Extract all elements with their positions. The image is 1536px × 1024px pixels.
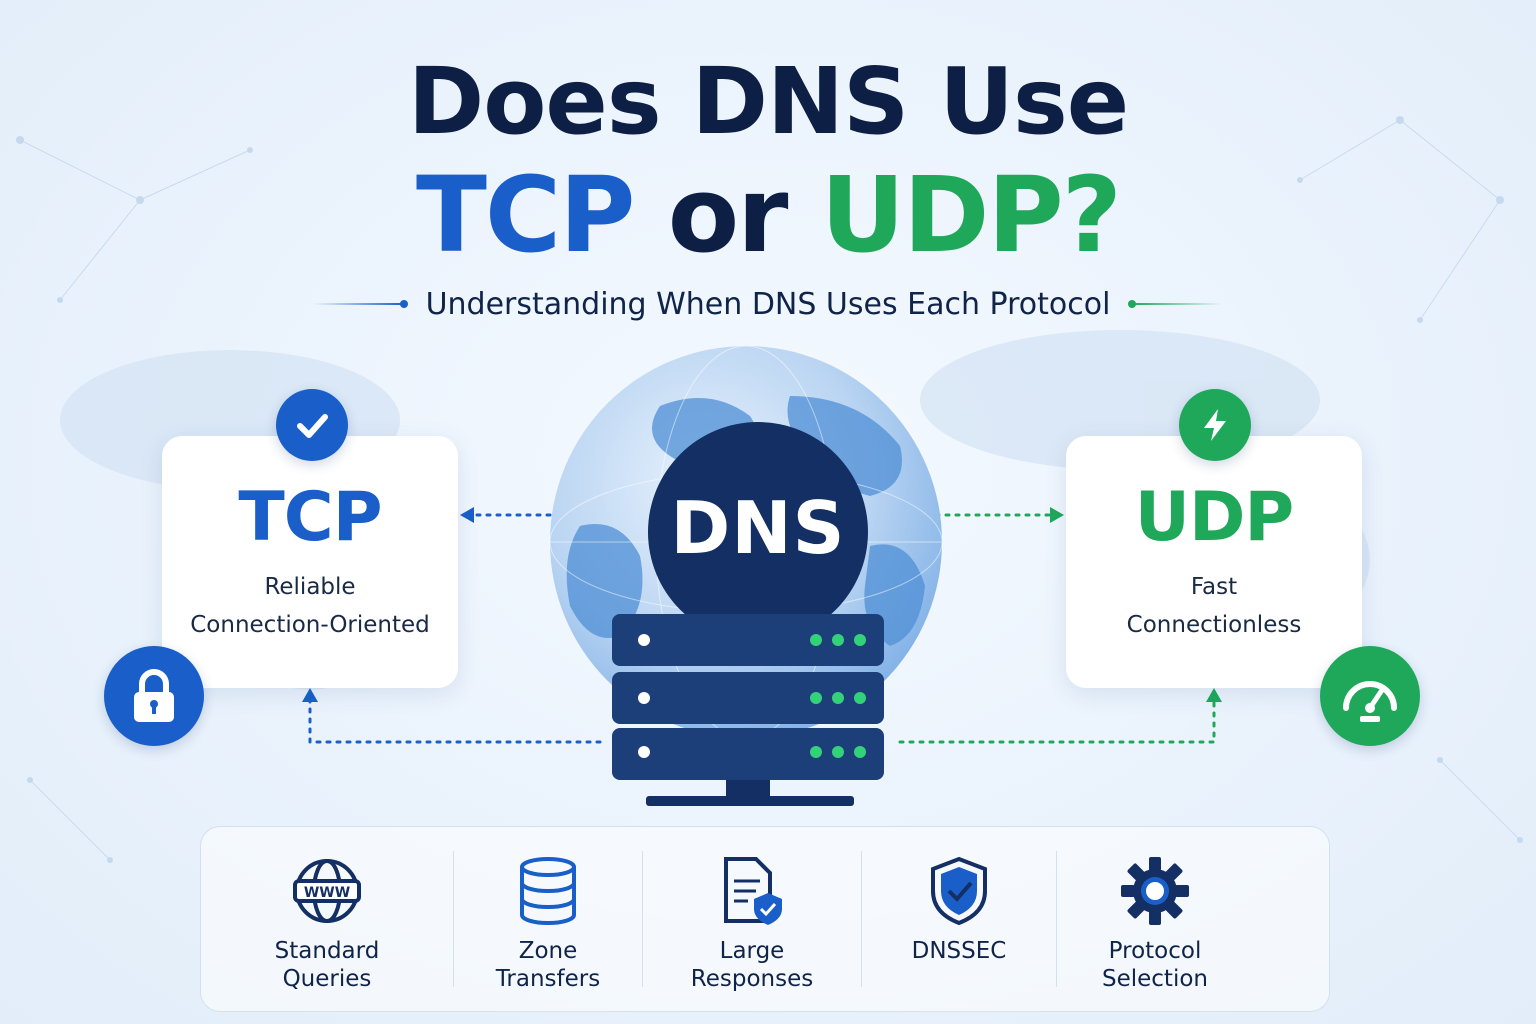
tcp-card-title: TCP	[238, 478, 382, 557]
feature-standard-queries: WWW Standard Queries	[201, 827, 453, 1011]
feature-protocol-selection: Protocol Selection	[1057, 827, 1253, 1011]
padlock-icon	[104, 646, 204, 746]
features-panel: WWW Standard Queries Zone Transfers Larg…	[200, 826, 1330, 1012]
dns-globe-server	[549, 346, 943, 806]
udp-card-line2: Connectionless	[1126, 612, 1302, 638]
feature-label: Standard Queries	[274, 938, 380, 992]
svg-text:WWW: WWW	[304, 885, 350, 901]
lightning-bolt-icon	[1179, 389, 1251, 461]
title-or: or	[667, 154, 789, 276]
subtitle-line-right	[1128, 300, 1223, 308]
tcp-card-line2: Connection-Oriented	[190, 612, 430, 638]
title-line-1: Does DNS Use	[407, 48, 1129, 155]
speedometer-icon	[1320, 646, 1420, 746]
tcp-card: TCP Reliable Connection-Oriented	[162, 436, 458, 688]
dns-circle	[648, 422, 868, 642]
divider	[642, 851, 643, 987]
database-icon	[508, 851, 588, 931]
server-stack	[612, 614, 884, 806]
title-udp: UDP?	[820, 154, 1122, 276]
feature-label: Large Responses	[690, 938, 814, 992]
feature-zone-transfers: Zone Transfers	[454, 827, 642, 1011]
globe-continents	[566, 396, 925, 646]
divider	[1056, 851, 1057, 987]
feature-large-responses: Large Responses	[643, 827, 861, 1011]
tcp-card-line1: Reliable	[264, 574, 356, 600]
divider	[453, 851, 454, 987]
document-shield-icon	[712, 851, 792, 931]
feature-label: Protocol Selection	[1102, 938, 1208, 992]
subtitle: Understanding When DNS Uses Each Protoco…	[425, 286, 1111, 322]
dns-label: DNS	[670, 486, 846, 570]
udp-card-title: UDP	[1134, 478, 1295, 557]
gear-icon	[1115, 851, 1195, 931]
udp-card-line1: Fast	[1190, 574, 1238, 600]
udp-card: UDP Fast Connectionless	[1066, 436, 1362, 688]
title-tcp: TCP	[415, 154, 635, 276]
shield-check-icon	[919, 851, 999, 931]
divider	[861, 851, 862, 987]
feature-dnssec: DNSSEC	[862, 827, 1056, 1011]
checkmark-icon	[276, 389, 348, 461]
subtitle-row: Understanding When DNS Uses Each Protoco…	[0, 284, 1536, 324]
title-line-2: TCP or UDP?	[0, 160, 1536, 270]
feature-label: Zone Transfers	[495, 938, 601, 992]
feature-label: DNSSEC	[911, 938, 1007, 964]
www-globe-icon: WWW	[287, 851, 367, 931]
subtitle-line-left	[313, 300, 408, 308]
